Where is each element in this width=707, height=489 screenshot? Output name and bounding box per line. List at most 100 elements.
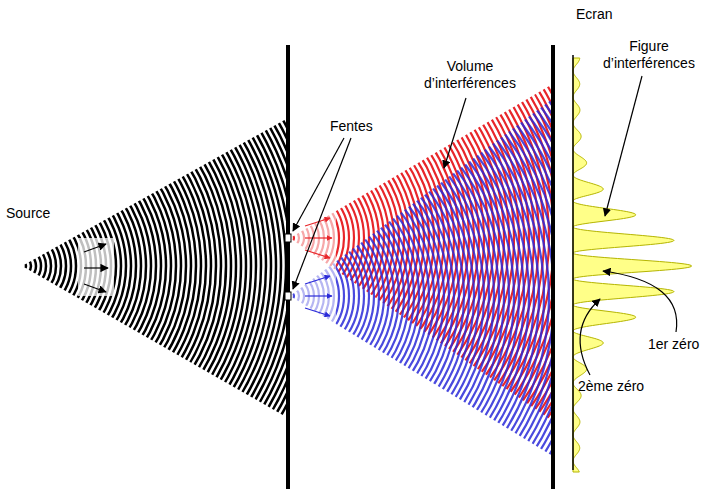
wavefront [0,0,609,489]
wavefront [0,57,231,475]
red-wavefronts [0,0,619,489]
wavefront [286,234,294,242]
wavefront [0,0,604,489]
wavefront [0,212,76,320]
wavefront [0,0,604,489]
wavefront [0,12,276,489]
wavefront [0,0,619,489]
wavefront [6,0,574,489]
wavefront [0,22,266,489]
wavefront [36,0,544,489]
screen [551,45,555,489]
wavefront [0,237,51,295]
wavefront [36,42,544,489]
volume-label: Volume d’interférences [412,58,528,92]
wavefront [0,197,91,335]
wavefront [0,32,256,489]
wavefront [0,122,166,410]
wavefront [0,0,599,489]
source-wavefronts [0,0,321,489]
wavefront [0,117,171,415]
wavefront [0,112,176,420]
screen-label: Ecran [576,6,613,23]
slits-label: Fentes [330,118,373,135]
wavefront [0,0,296,489]
figure-label: Figure d’interférences [595,38,703,72]
wavefront [0,0,609,489]
wavefront [16,22,564,489]
wavefront [0,137,151,395]
wavefront [0,232,56,300]
wavefront [21,0,559,489]
wavefront [0,0,311,489]
wavefront [0,107,181,425]
wavefront [0,0,291,489]
wavefront [0,132,156,400]
wavefront [3,247,41,285]
slit-arrows [305,218,332,316]
wavefront [8,252,36,280]
wavefront [0,87,201,445]
wavefront [0,147,141,385]
wavefront [0,0,301,489]
wavefront [0,97,191,435]
wavefront [0,0,306,489]
slit-barrier [286,45,290,489]
wavefront [0,172,116,360]
wavefront [0,0,619,489]
wavefront [0,217,71,315]
wavefront [0,0,589,489]
wavefront [26,0,554,489]
wavefront [0,77,211,455]
wavefront [0,92,196,440]
leader-lines [293,76,677,375]
wavefront [0,62,226,470]
wavefront [0,0,589,489]
wavefront [11,0,569,489]
wavefront [0,207,81,325]
wavefront [0,222,66,310]
wavefront [0,127,161,405]
wavefront [11,17,569,489]
wavefront [0,7,281,489]
second-zero-label: 2ème zéro [578,378,644,395]
wavefront [0,27,261,489]
wavefront [0,0,321,489]
wavefront [0,82,206,450]
wavefront [0,52,236,480]
wavefront [0,142,146,390]
wavefront [1,7,579,489]
wavefront [0,227,61,305]
wavefront [0,0,594,489]
wavefront [0,67,221,465]
blue-wavefronts [0,0,619,489]
wavefront [0,47,241,485]
wavefront [0,167,121,365]
wavefront [0,17,271,489]
wavefront [0,0,614,489]
wavefront [16,0,564,489]
wavefront [13,257,31,275]
first-zero-label: 1er zéro [648,336,699,353]
arrow-patch [78,238,114,296]
wavefront [0,2,286,489]
source-arrows [84,244,108,292]
wavefront [18,262,26,270]
wavefront [31,37,549,489]
wavefront [0,37,251,489]
interference-pattern [573,58,692,472]
wavefront [0,202,86,330]
wavefront [0,162,126,370]
wavefront [21,27,559,489]
wavefront [286,292,294,300]
wavefront [0,152,136,380]
wavefront [0,42,246,489]
wavefront [6,12,574,489]
wavefront [0,0,599,489]
wavefront [0,0,316,489]
wavefront [0,2,584,489]
wavefront [31,0,549,489]
pattern-axis [572,55,574,470]
